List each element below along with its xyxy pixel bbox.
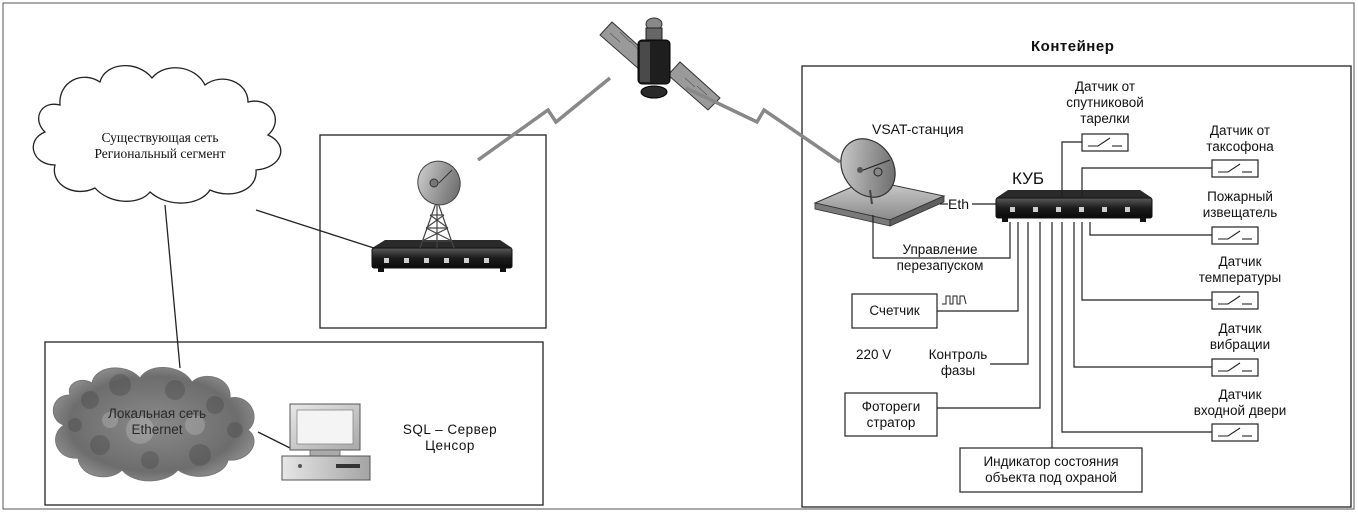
sensor-vibration-line1: Датчик <box>1218 321 1262 336</box>
restart-control-line2: перезапуском <box>896 258 984 273</box>
local-network-cloud <box>53 366 255 482</box>
local-network-label: Локальная сеть Ethernet <box>82 402 232 442</box>
sensor-payphone-line2: таксофона <box>1206 139 1274 154</box>
counter-label: Счетчик <box>869 303 920 318</box>
restart-control-wire <box>872 215 1011 259</box>
vsat-label: VSAT-станция <box>872 121 964 137</box>
satellite-icon <box>599 17 721 111</box>
photo-registrator-label: Фотореги стратор <box>845 395 937 435</box>
server-label: SQL – Сервер Ценсор <box>370 414 530 462</box>
photo-registrator-line2: стратор <box>866 415 916 430</box>
server-line2: Ценсор <box>425 438 475 453</box>
server-line1: SQL – Сервер <box>402 422 498 437</box>
sensor-satellite-dish-line3: тарелки <box>1080 111 1130 126</box>
sensor-satellite-dish-line2: спутниковой <box>1066 95 1144 110</box>
container-title: Контейнер <box>1031 38 1115 55</box>
sensor-temperature-line2: температуры <box>1198 270 1282 285</box>
fire-sensor-wire <box>1089 222 1212 236</box>
relay-dish-icon <box>417 160 461 206</box>
phase-voltage-label: 220 V <box>856 347 892 362</box>
link-cloud-local <box>164 204 181 369</box>
temp-sensor-wire <box>1081 222 1212 301</box>
link-local-pc <box>257 431 291 449</box>
status-indicator-box <box>959 447 1143 493</box>
phase-control-label: Контроль фазы <box>920 346 996 380</box>
sensor-temperature-label: Датчик температуры <box>1180 253 1300 287</box>
sensor-temperature-line1: Датчик <box>1218 254 1262 269</box>
sensor-fire-line2: извещатель <box>1202 205 1278 220</box>
sensor-satellite-dish-label: Датчик от спутниковой тарелки <box>1050 78 1160 128</box>
kub-controller-icon <box>995 190 1153 222</box>
sensor-vibration-line2: вибрации <box>1209 337 1271 352</box>
radio-link-left <box>476 76 612 162</box>
link-cloud-router <box>255 209 381 251</box>
regional-router-icon <box>371 240 513 272</box>
sensor-vibration-label: Датчик вибрации <box>1180 320 1300 354</box>
phase-control-line2: фазы <box>940 363 976 378</box>
payphone-sensor-wire <box>1081 167 1212 198</box>
restart-control-label: Управление перезапуском <box>872 240 1008 276</box>
pulse-icon <box>942 295 967 305</box>
radio-tower-icon <box>419 199 455 249</box>
restart-control-line1: Управление <box>902 242 978 257</box>
sensor-entry-door-line1: Датчик <box>1218 387 1262 402</box>
counter-wire <box>937 222 1019 312</box>
sensor-fire-line1: Пожарный <box>1207 189 1273 204</box>
existing-network-line2: Региональный сегмент <box>94 146 226 161</box>
server-computer-icon <box>281 403 371 481</box>
sensor-payphone-label: Датчик от таксофона <box>1180 122 1300 156</box>
status-indicator-label: Индикатор состояния объекта под охраной <box>960 450 1142 490</box>
photo-registrator-box <box>844 392 938 437</box>
kub-label: КУБ <box>1012 169 1045 188</box>
local-network-line1: Локальная сеть <box>107 406 207 421</box>
counter-box <box>851 293 938 329</box>
sat-sensor-wire <box>1061 141 1082 198</box>
vibration-sensor-wire <box>1073 222 1212 368</box>
status-indicator-line2: объекта под охраной <box>985 470 1117 485</box>
sensor-payphone-line1: Датчик от <box>1209 123 1271 138</box>
photo-wire <box>937 222 1041 409</box>
existing-network-cloud <box>32 65 282 204</box>
sensor-satellite-dish-line1: Датчик от <box>1074 79 1136 94</box>
radio-link-right <box>685 86 841 164</box>
status-indicator-line1: Индикатор состояния <box>983 454 1119 469</box>
switch-icon <box>1081 133 1259 442</box>
existing-network-label: Существующая сеть Региональный сегмент <box>60 126 260 166</box>
door-sensor-wire <box>1061 222 1212 433</box>
photo-registrator-line1: Фотореги <box>861 399 921 414</box>
local-network-line2: Ethernet <box>131 422 183 437</box>
phase-control-line1: Контроль <box>928 347 988 362</box>
sensor-entry-door-label: Датчик входной двери <box>1180 386 1300 420</box>
sensor-fire-label: Пожарный извещатель <box>1180 188 1300 222</box>
eth-label: Eth <box>948 196 970 212</box>
phase-wire <box>990 222 1029 365</box>
vsat-dish-icon <box>813 138 946 227</box>
sensor-entry-door-line2: входной двери <box>1193 403 1287 418</box>
existing-network-line1: Существующая сеть <box>101 130 219 145</box>
